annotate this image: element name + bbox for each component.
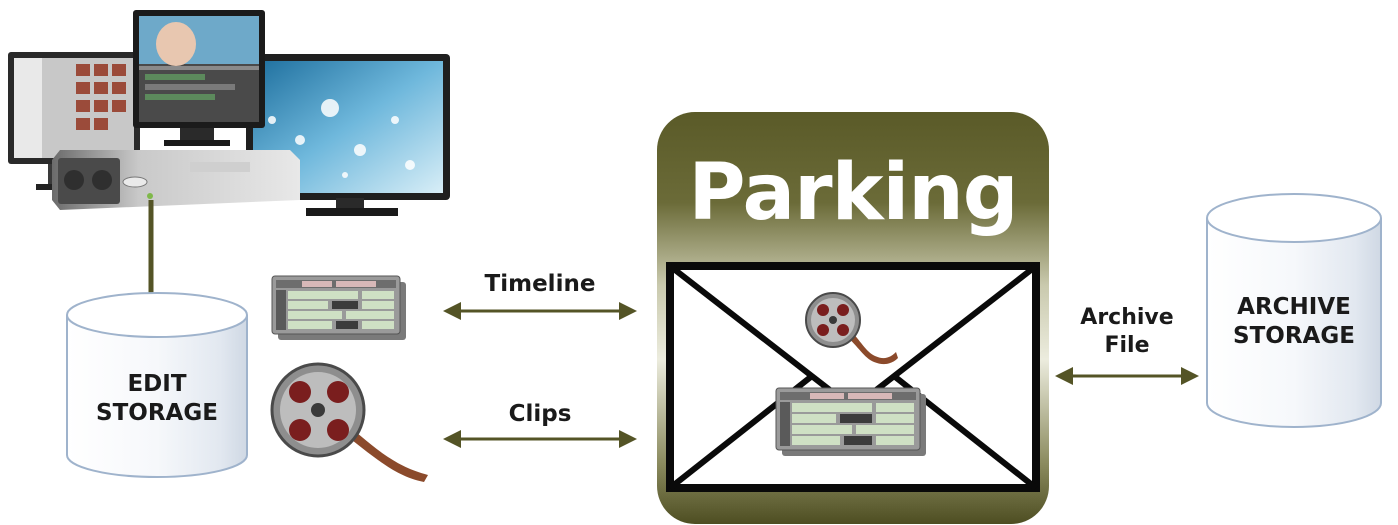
editing-workstation-icon [8,10,450,216]
edit-storage-cylinder [66,292,248,478]
archive-storage-label: ARCHIVE STORAGE [1207,293,1381,351]
archive-storage-cylinder [1206,193,1382,428]
timeline-icon [271,275,406,340]
archive-file-line1: Archive [1080,305,1174,330]
film-reel-icon [805,292,898,365]
archive-file-line2: File [1104,332,1150,358]
timeline-label: Timeline [484,271,596,297]
timeline-icon [775,387,926,456]
clips-label: Clips [508,401,572,427]
edit-storage-line1: EDIT [127,371,187,397]
parking-title: Parking [688,148,1018,238]
edit-storage-label: EDIT STORAGE [67,370,247,428]
archive-storage-line1: ARCHIVE [1237,294,1351,320]
archive-storage-line2: STORAGE [1233,322,1355,349]
film-reel-icon [270,362,428,482]
edit-storage-line2: STORAGE [96,399,218,426]
archive-file-label: Archive File [1060,304,1194,359]
